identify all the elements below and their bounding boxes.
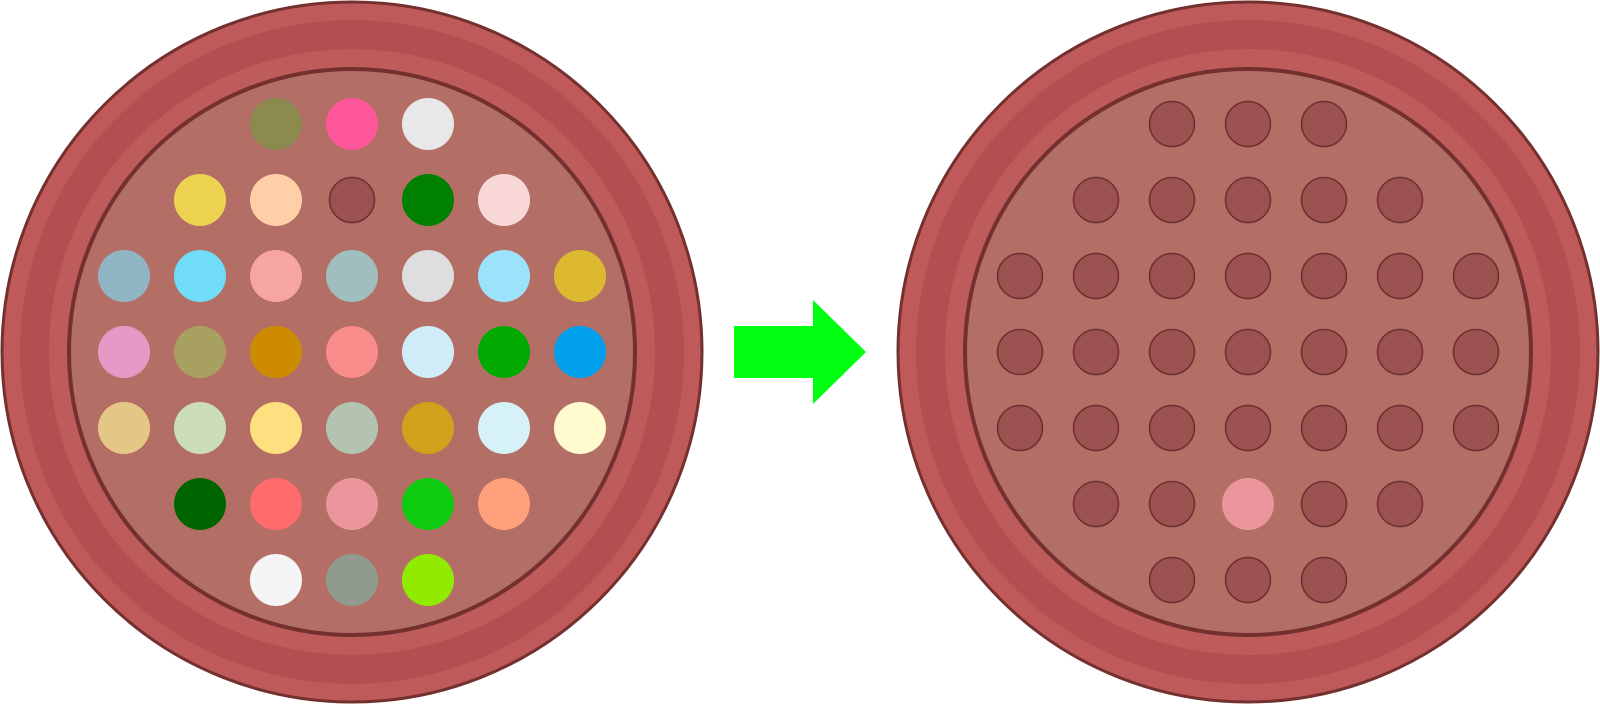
before-peg[interactable] [326,402,378,454]
after-empty-hole[interactable] [1452,328,1500,376]
before-peg[interactable] [478,174,530,226]
after-empty-hole[interactable] [1148,404,1196,452]
before-peg[interactable] [250,478,302,530]
after-empty-hole[interactable] [1376,328,1424,376]
after-empty-hole[interactable] [1072,252,1120,300]
after-empty-hole[interactable] [1072,480,1120,528]
before-peg[interactable] [554,250,606,302]
after-empty-hole[interactable] [1376,176,1424,224]
board-before [0,0,704,704]
after-empty-hole[interactable] [1072,328,1120,376]
after-empty-hole[interactable] [1300,480,1348,528]
after-empty-hole[interactable] [1376,404,1424,452]
after-empty-hole[interactable] [1148,176,1196,224]
after-empty-hole[interactable] [1300,100,1348,148]
before-peg[interactable] [250,402,302,454]
after-empty-hole[interactable] [1452,252,1500,300]
before-peg[interactable] [402,326,454,378]
after-empty-hole[interactable] [1452,404,1500,452]
after-empty-hole[interactable] [1072,176,1120,224]
before-peg[interactable] [478,478,530,530]
before-peg[interactable] [98,402,150,454]
before-peg[interactable] [174,326,226,378]
before-peg[interactable] [326,250,378,302]
after-empty-hole[interactable] [1300,328,1348,376]
before-peg[interactable] [402,250,454,302]
right-arrow-icon [734,300,866,404]
after-empty-hole[interactable] [996,252,1044,300]
after-empty-hole[interactable] [1148,252,1196,300]
before-peg[interactable] [478,402,530,454]
before-empty-hole[interactable] [328,176,376,224]
after-empty-hole[interactable] [996,328,1044,376]
after-empty-hole[interactable] [1300,404,1348,452]
transition-arrow [734,300,866,404]
after-empty-hole[interactable] [1224,252,1272,300]
before-peg[interactable] [478,250,530,302]
after-empty-hole[interactable] [1376,252,1424,300]
before-peg[interactable] [326,326,378,378]
after-empty-hole[interactable] [1148,480,1196,528]
after-empty-hole[interactable] [1376,480,1424,528]
before-peg[interactable] [326,478,378,530]
after-empty-hole[interactable] [1224,328,1272,376]
before-peg[interactable] [402,174,454,226]
before-peg[interactable] [250,326,302,378]
after-empty-hole[interactable] [1224,176,1272,224]
before-peg[interactable] [250,174,302,226]
before-peg[interactable] [326,98,378,150]
before-peg[interactable] [174,402,226,454]
before-peg[interactable] [402,402,454,454]
after-peg[interactable] [1222,478,1274,530]
before-peg[interactable] [250,250,302,302]
before-peg[interactable] [250,554,302,606]
after-empty-hole[interactable] [1224,556,1272,604]
before-peg[interactable] [402,98,454,150]
before-peg[interactable] [554,326,606,378]
after-empty-hole[interactable] [1072,404,1120,452]
before-peg[interactable] [326,554,378,606]
after-empty-hole[interactable] [1300,556,1348,604]
before-peg[interactable] [554,402,606,454]
before-peg[interactable] [402,554,454,606]
after-empty-hole[interactable] [1148,100,1196,148]
after-empty-hole[interactable] [1148,328,1196,376]
before-peg[interactable] [98,250,150,302]
after-empty-hole[interactable] [1300,252,1348,300]
board-after [896,0,1600,704]
after-empty-hole[interactable] [996,404,1044,452]
before-peg[interactable] [250,98,302,150]
before-peg[interactable] [174,174,226,226]
before-peg[interactable] [174,478,226,530]
before-peg[interactable] [98,326,150,378]
after-empty-hole[interactable] [1224,100,1272,148]
before-peg[interactable] [174,250,226,302]
before-peg[interactable] [402,478,454,530]
after-empty-hole[interactable] [1224,404,1272,452]
after-empty-hole[interactable] [1300,176,1348,224]
before-peg[interactable] [478,326,530,378]
after-empty-hole[interactable] [1148,556,1196,604]
